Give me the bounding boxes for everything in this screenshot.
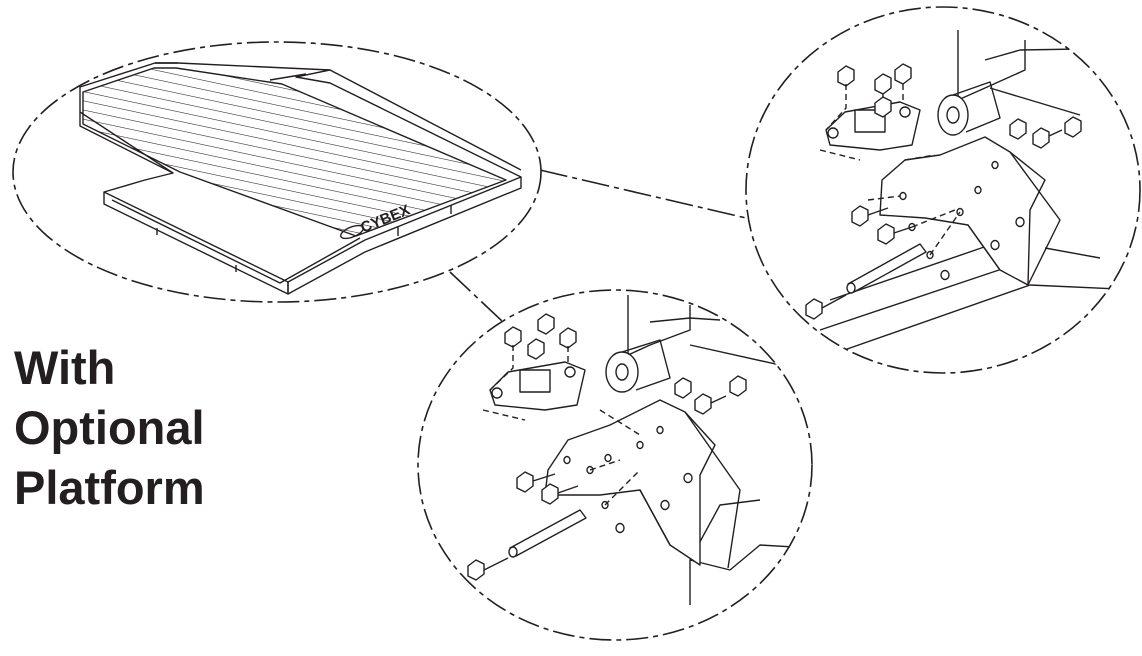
bracket-plate-lower [544,399,716,566]
leader-line-lower [449,271,504,323]
caption-line-optional: Optional [14,401,205,454]
leader-line-upper [539,169,747,219]
caption-line-platform: Platform [14,461,205,514]
platform-callout: CYBEX [12,41,542,303]
hinge-detail-callout-upper [745,6,1141,374]
roller [937,94,969,136]
diagram-caption: With Optional Platform [14,338,205,518]
caption-line-with: With [14,341,116,394]
hinge-detail-callout-lower [417,289,813,641]
tread-deck [82,67,507,237]
